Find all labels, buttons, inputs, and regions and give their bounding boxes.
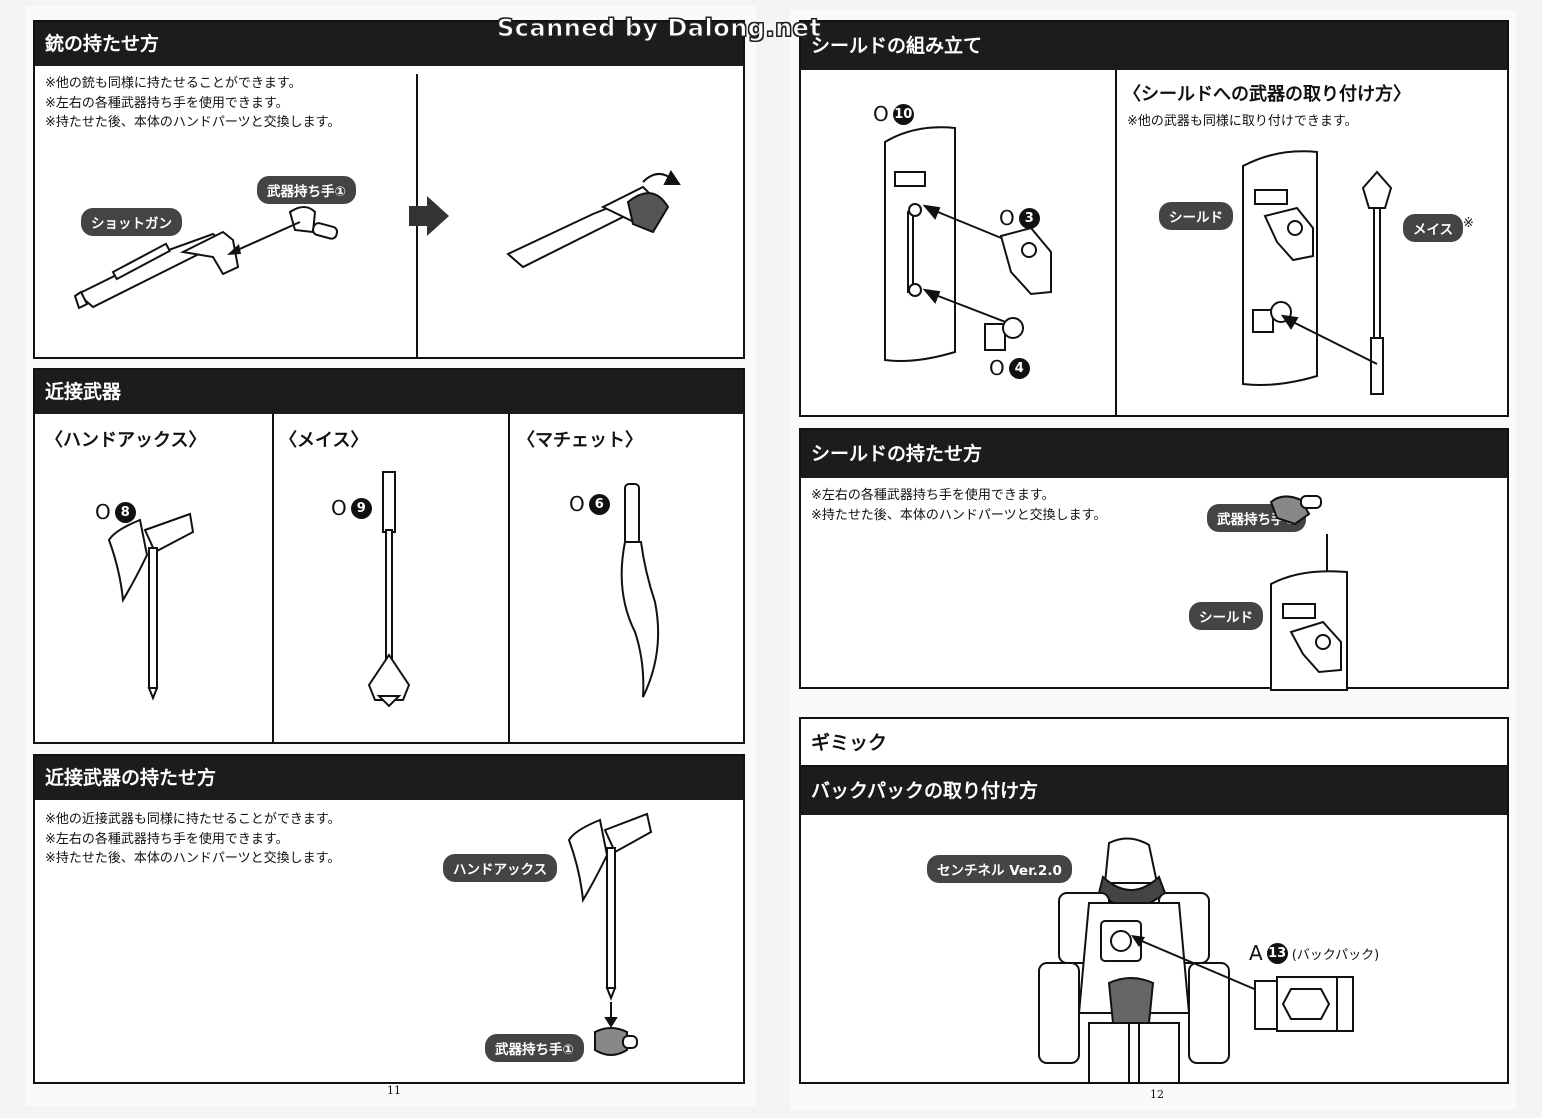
runner-letter: O [989, 356, 1005, 380]
part-4-number: O 4 [989, 356, 1030, 380]
arrow-to-shotgun [227, 221, 301, 255]
part-number-badge: 6 [588, 493, 610, 515]
shield-with-mount-illustration [1242, 150, 1318, 386]
weapon-hand-part [288, 206, 339, 240]
shotgun-illustration [73, 230, 240, 310]
melee-hold-note: ※左右の各種武器持ち手を使用できます。 [45, 831, 289, 847]
melee-hold-note: ※他の近接武器も同様に持たせることができます。 [45, 812, 341, 827]
part-number-badge: 9 [350, 497, 372, 519]
runner-letter: O [873, 102, 889, 126]
shield-assembly-section: シールドの組み立て O 10 O 3 O 4 [799, 20, 1509, 417]
scan-watermark: Scanned by Dalong.net [496, 14, 822, 43]
weapon-hand-label: 武器持ち手① [257, 176, 356, 204]
mace-note-mark: ※ [1463, 216, 1474, 231]
melee-hold-title: 近接武器の持たせ方 [35, 756, 743, 800]
melee-divider-1 [272, 414, 274, 744]
mace-part-number: O 9 [331, 496, 372, 520]
runner-letter: O [331, 496, 347, 520]
melee-hold-section: 近接武器の持たせ方 ※他の近接武器も同様に持たせることができます。 ※左右の各種… [33, 754, 745, 1084]
runner-letter: O [95, 500, 111, 524]
part-number-badge: 4 [1008, 357, 1030, 379]
left-page-number: 11 [387, 1084, 401, 1097]
melee-hold-notes: ※他の近接武器も同様に持たせることができます。 ※左右の各種武器持ち手を使用でき… [45, 810, 341, 869]
backpack-title: バックパックの取り付け方 [801, 767, 1507, 815]
mace-illustration [367, 471, 411, 708]
backpack-part-number: A 13 (バックパック) [1249, 941, 1379, 965]
shield-hold-section: シールドの持たせ方 ※左右の各種武器持ち手を使用できます。 ※持たせた後、本体の… [799, 428, 1509, 691]
shield-hold-note: ※持たせた後、本体のハンドパーツと交換します。 [811, 507, 1107, 523]
melee-section: 近接武器 〈ハンドアックス〉 O 8 〈メイス〉 O 9 〈マチェット〉 O 6 [33, 368, 745, 744]
shield-hold-notes: ※左右の各種武器持ち手を使用できます。 ※持たせた後、本体のハンドパーツと交換し… [811, 486, 1106, 525]
right-page-number: 12 [1150, 1088, 1164, 1101]
shield-hold-title: シールドの持たせ方 [801, 430, 1507, 478]
gun-note: ※他の銃も同様に持たせることができます。 [45, 76, 302, 91]
part-3-number: O 3 [999, 206, 1040, 230]
part-3-illustration [922, 204, 1052, 296]
part-number-badge: 3 [1018, 207, 1040, 229]
hand-axe-label: ハンドアックス [443, 854, 558, 882]
weapon-hand-label: 武器持ち手① [485, 1034, 584, 1062]
mace-heading: 〈メイス〉 [279, 430, 369, 451]
weapon-mount-note: ※他の武器も同様に取り付けできます。 [1127, 114, 1358, 129]
runner-letter: O [999, 206, 1015, 230]
shield-label: シールド [1189, 602, 1263, 630]
next-step-arrow-icon [409, 196, 449, 236]
hand-axe-illustration [107, 512, 195, 701]
shotgun-label: ショットガン [81, 208, 182, 236]
shield-hold-illustration [1269, 495, 1348, 691]
melee-section-title: 近接武器 [35, 370, 743, 414]
sentinel-figure-illustration [1038, 837, 1260, 1084]
machete-heading: 〈マチェット〉 [517, 430, 643, 451]
backpack-part-illustration [1254, 976, 1354, 1032]
gimmick-title: ギミック [801, 719, 1507, 767]
part-number-badge: 13 [1266, 942, 1288, 964]
melee-hold-note: ※持たせた後、本体のハンドパーツと交換します。 [45, 851, 341, 866]
gun-section-title: 銃の持たせ方 [35, 22, 743, 66]
mace-label: メイス [1403, 214, 1464, 242]
melee-divider-2 [508, 414, 510, 744]
part-number-badge: 8 [114, 501, 136, 523]
gun-section: 銃の持たせ方 ※他の銃も同様に持たせることができます。 ※左右の各種武器持ち手を… [33, 20, 745, 359]
runner-letter: A [1249, 941, 1263, 965]
gun-note: ※持たせた後、本体のハンドパーツと交換します。 [45, 115, 341, 130]
sentinel-label: センチネル Ver.2.0 [927, 855, 1072, 883]
part-number-badge: 10 [892, 103, 914, 125]
shield-label: シールド [1159, 202, 1233, 230]
part-4-illustration [922, 288, 1024, 351]
shotgun-with-hand-illustration [506, 170, 681, 269]
gun-notes: ※他の銃も同様に持たせることができます。 ※左右の各種武器持ち手を使用できます。… [45, 74, 340, 133]
shield-illustration [884, 126, 956, 362]
runner-letter: O [569, 492, 585, 516]
shield-part-number: O 10 [873, 102, 914, 126]
hand-axe-heading: 〈ハンドアックス〉 [45, 430, 207, 451]
gimmick-section: ギミック バックパックの取り付け方 センチネル Ver.2.0 A 13 (バッ… [799, 717, 1509, 1084]
mace-mount-illustration [1280, 170, 1393, 395]
shield-hold-note: ※左右の各種武器持ち手を使用できます。 [811, 488, 1055, 503]
hand-axe-part-number: O 8 [95, 500, 136, 524]
shield-assembly-divider [1115, 70, 1117, 417]
machete-part-number: O 6 [569, 492, 610, 516]
hand-axe-hold-illustration [567, 812, 653, 1056]
gun-note: ※左右の各種武器持ち手を使用できます。 [45, 95, 289, 111]
shield-assembly-title: シールドの組み立て [801, 22, 1507, 70]
weapon-mount-heading: 〈シールドへの武器の取り付け方〉 [1123, 84, 1411, 105]
machete-illustration [620, 483, 660, 698]
backpack-part-name: (バックパック) [1291, 947, 1380, 963]
